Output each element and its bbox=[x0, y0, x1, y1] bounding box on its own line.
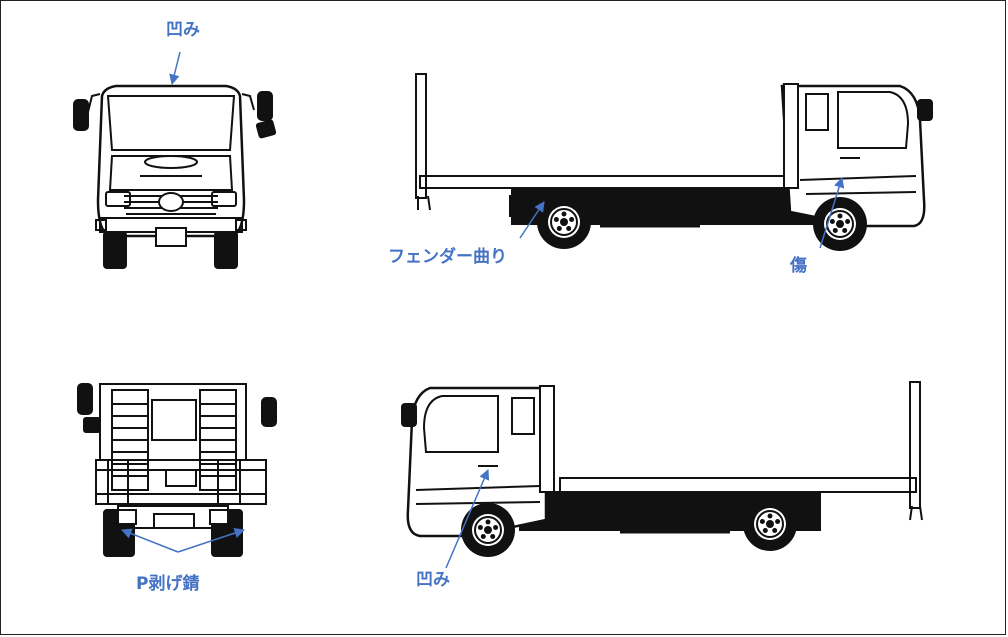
truck-right-side-view bbox=[415, 73, 933, 228]
annotation-arrows bbox=[121, 51, 845, 569]
front-dent-label: 凹み bbox=[166, 20, 200, 40]
truck-rear-view bbox=[77, 383, 277, 557]
paint-peel-rust-label: P剥げ錆 bbox=[136, 574, 200, 594]
truck-front-view bbox=[73, 84, 277, 269]
fender-bend-label: フェンダー曲り bbox=[388, 247, 507, 267]
left-door-dent-label: 凹み bbox=[416, 570, 450, 590]
door-scratch-label: 傷 bbox=[790, 256, 807, 276]
